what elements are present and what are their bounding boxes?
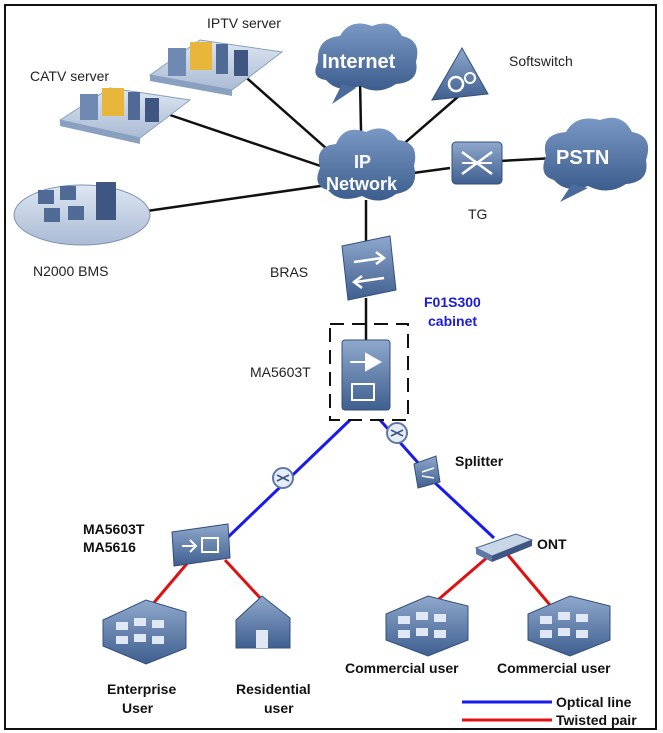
internet-cloud-icon xyxy=(315,23,418,104)
optical-links xyxy=(223,418,496,542)
ont-label: ONT xyxy=(537,536,567,552)
cabinet-boundary xyxy=(329,323,409,421)
enterprise-user-label-line1: Enterprise xyxy=(107,681,176,697)
enterprise-building-icon xyxy=(102,599,187,665)
residential-user-label-line1: Residential xyxy=(236,681,311,697)
tg-gateway-icon xyxy=(451,141,503,185)
ma5603t-olt-icon xyxy=(341,339,391,411)
ip-network-label-line1: IP xyxy=(354,152,371,172)
twisted-pair-links xyxy=(150,553,552,607)
iptv-server-label: IPTV server xyxy=(207,15,281,31)
pstn-label: PSTN xyxy=(556,147,609,169)
ma5603t-top-label: MA5603T xyxy=(250,364,311,380)
commercial-building-icon xyxy=(527,595,611,657)
catv-server-label: CATV server xyxy=(30,68,109,84)
softswitch-label: Softswitch xyxy=(509,53,573,69)
residential-house-icon xyxy=(235,595,291,649)
legend-optical-label: Optical line xyxy=(556,694,632,710)
n2000-bms-icon xyxy=(13,182,151,246)
n2000-bms-label: N2000 BMS xyxy=(33,263,108,279)
ont-icon xyxy=(474,533,534,562)
bras-label: BRAS xyxy=(270,264,308,280)
commercial-user-1-label: Commercial user xyxy=(345,660,459,676)
optical-connector-icon xyxy=(272,467,294,489)
splitter-icon xyxy=(413,455,441,489)
enterprise-user-label-line2: User xyxy=(122,700,154,716)
pstn-cloud-icon xyxy=(543,117,649,202)
legend: Optical line Twisted pair xyxy=(462,694,637,728)
cabinet-label-line2: cabinet xyxy=(428,313,477,329)
iptv-server-icon xyxy=(148,39,284,96)
network-links xyxy=(139,64,556,345)
cabinet-label-line1: F01S300 xyxy=(424,294,481,310)
residential-user-label-line2: user xyxy=(264,700,294,716)
ma5603t-left-label-line2: MA5616 xyxy=(83,539,136,555)
optical-connector-icon xyxy=(386,422,408,444)
tg-label: TG xyxy=(468,206,487,222)
catv-server-icon xyxy=(58,87,192,144)
bras-icon xyxy=(341,235,397,301)
ip-network-label-line2: Network xyxy=(326,174,398,194)
legend-twisted-label: Twisted pair xyxy=(556,712,637,728)
frame-border xyxy=(4,4,657,730)
ma5616-onu-icon xyxy=(171,523,231,567)
ip-network-cloud-icon xyxy=(317,128,416,201)
ma5603t-left-label-line1: MA5603T xyxy=(83,521,145,537)
splitter-label: Splitter xyxy=(455,453,504,469)
softswitch-icon xyxy=(431,46,489,101)
internet-label: Internet xyxy=(322,51,396,73)
commercial-building-icon xyxy=(385,595,469,657)
commercial-user-2-label: Commercial user xyxy=(497,660,611,676)
